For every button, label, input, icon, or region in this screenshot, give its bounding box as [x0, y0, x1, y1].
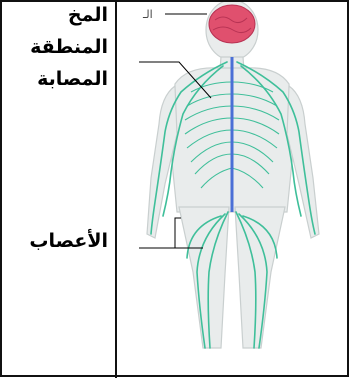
nervous-system-illustration: الـ [117, 2, 347, 376]
label-affected-area-line2: المصابة [37, 70, 108, 89]
label-nerves: الأعصاب [29, 232, 108, 251]
top-callout-text: الـ [142, 8, 153, 21]
label-brain: المخ [68, 6, 108, 25]
labels-column: المخ المنطقة المصابة الأعصاب [4, 0, 112, 378]
brain-shape [209, 5, 255, 43]
label-affected-area-line1: المنطقة [30, 38, 108, 57]
